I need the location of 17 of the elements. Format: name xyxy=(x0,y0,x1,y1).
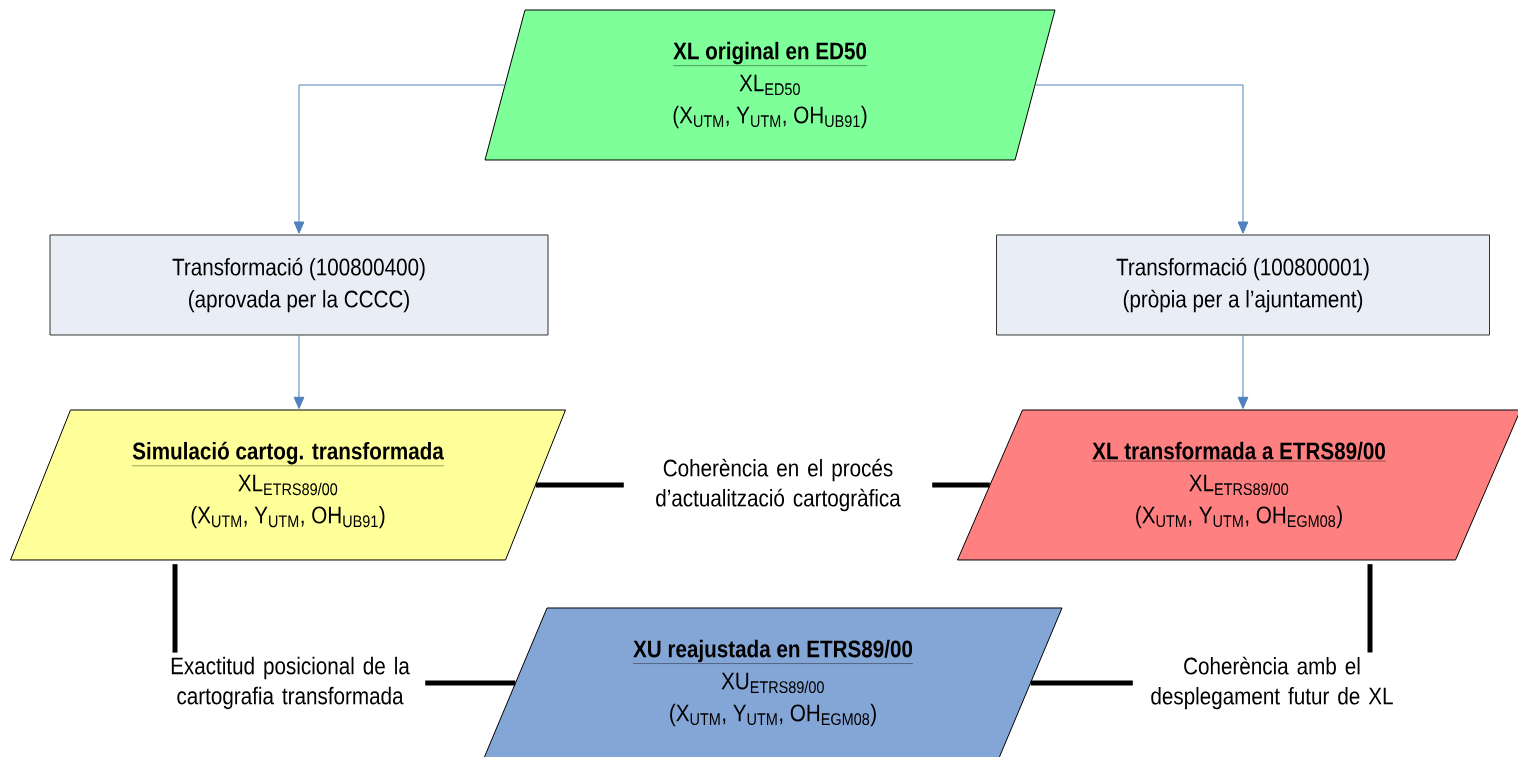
connector-line xyxy=(425,680,516,686)
text-label: Coherència en el procés d’actualització cartogràfica xyxy=(656,458,901,512)
arrow xyxy=(293,84,506,234)
parallelogram: XL original en ED50 XL$_{ED50}$ (X$_{UTM}$, Y$_{UTM}$, OH$_{UB91}$) xyxy=(484,9,1056,161)
connector-line xyxy=(1030,680,1133,686)
parallelogram: XU reajustada en ETRS89/00 XU$_{ETRS89/00}$ (X$_{UTM}$, Y$_{UTM}$, OH$_{EGM08}$) xyxy=(483,607,1063,757)
process-box: Transformació (100800400) (aprovada per la CCCC) xyxy=(49,234,549,336)
process-box: Transformació (100800001) (pròpia per a l’ajuntament) xyxy=(996,234,1490,336)
connector-line xyxy=(932,482,990,488)
arrow xyxy=(1237,335,1249,409)
text-label: Exactitud posicional de la cartografia transformada xyxy=(171,656,410,710)
connector-line xyxy=(535,482,624,488)
arrow xyxy=(293,335,305,409)
text-label: Coherència amb el desplegament futur de XL xyxy=(1151,656,1393,710)
arrow xyxy=(1034,84,1249,234)
parallelogram: XL transformada a ETRS89/00 XL$_{ETRS89/00}$ (X$_{UTM}$, Y$_{UTM}$, OH$_{EGM08}$) xyxy=(957,409,1518,561)
parallelogram: Simulació cartog. transformada XL$_{ETRS89/00}$ (X$_{UTM}$, Y$_{UTM}$, OH$_{UB91}$) xyxy=(10,409,566,561)
